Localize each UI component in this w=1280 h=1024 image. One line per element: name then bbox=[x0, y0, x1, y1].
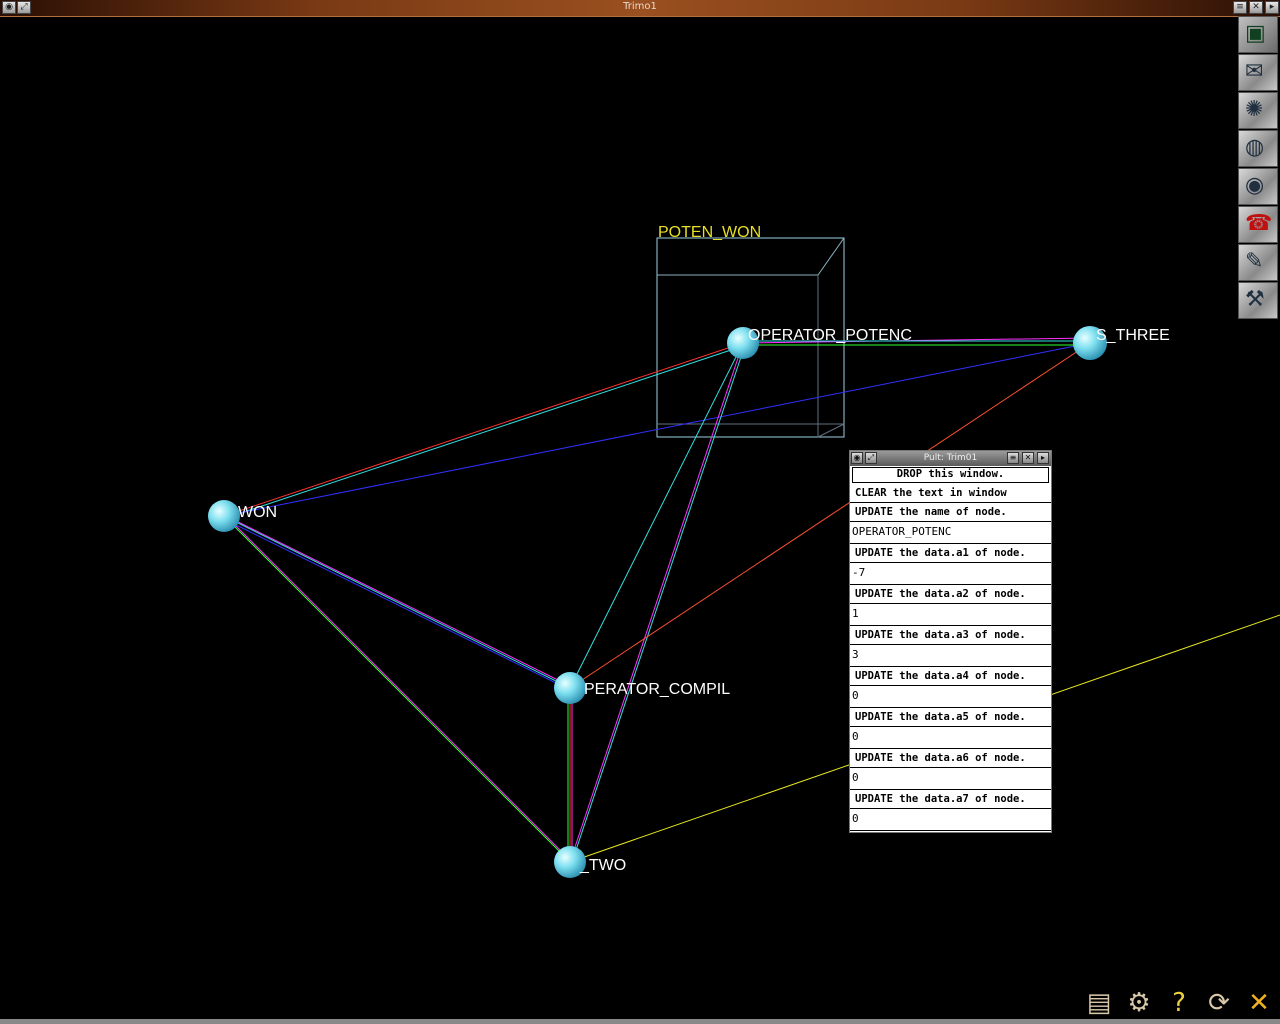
graph-node[interactable]: OPERATOR_POTENC bbox=[727, 327, 912, 359]
node-sphere[interactable] bbox=[554, 846, 586, 878]
dock-web[interactable]: ✺ bbox=[1238, 92, 1278, 129]
spider-web-icon: ✺ bbox=[1245, 97, 1264, 122]
pult-more-icon[interactable]: ▸ bbox=[1037, 452, 1049, 464]
node-label: WON bbox=[238, 504, 277, 521]
window-close-icon[interactable]: ✕ bbox=[1249, 1, 1263, 14]
bounding-box bbox=[656, 237, 845, 438]
node-name-field[interactable]: OPERATOR_POTENC bbox=[850, 522, 1051, 544]
update-a6-button[interactable]: UPDATE the data.a6 of node. bbox=[850, 749, 1051, 768]
help-icon[interactable]: ? bbox=[1172, 988, 1186, 1018]
eye-icon: ◉ bbox=[1245, 173, 1265, 198]
dock-monitor[interactable]: ▣ bbox=[1238, 16, 1278, 53]
mail-icon: ✉ bbox=[1245, 59, 1264, 84]
a4-field[interactable]: 0 bbox=[850, 686, 1051, 708]
right-dock: ▣ ✉ ✺ ◍ ◉ ☎ ✎ ⚒ bbox=[1238, 16, 1280, 320]
pult-close-icon[interactable]: ✕ bbox=[1022, 452, 1034, 464]
bounding-box-label: POTEN_WON bbox=[658, 224, 761, 241]
pult-title: Pult: Trim01 bbox=[923, 453, 978, 463]
dock-phone[interactable]: ☎ bbox=[1238, 206, 1278, 243]
node-label: OPERATOR_POTENC bbox=[748, 327, 912, 344]
stack-icon[interactable]: ▤ bbox=[1086, 988, 1112, 1018]
update-a3-button[interactable]: UPDATE the data.a3 of node. bbox=[850, 626, 1051, 645]
a2-field[interactable]: 1 bbox=[850, 604, 1051, 626]
window-titlebar[interactable]: ◉ ⤢ Trimo1 ≡ ✕ ▸ bbox=[0, 0, 1280, 17]
update-a4-button[interactable]: UPDATE the data.a4 of node. bbox=[850, 667, 1051, 686]
a7-field[interactable]: 0 bbox=[850, 809, 1051, 831]
node-label: PERATOR_COMPIL bbox=[584, 681, 730, 698]
phone-icon: ☎ bbox=[1245, 211, 1273, 236]
node-sphere[interactable] bbox=[554, 672, 586, 704]
dock-tools[interactable]: ⚒ bbox=[1238, 282, 1278, 319]
a1-field[interactable]: -7 bbox=[850, 563, 1051, 585]
node-sphere[interactable] bbox=[727, 327, 759, 359]
window-maximize-icon[interactable]: ▸ bbox=[1265, 1, 1279, 14]
graph-node[interactable]: S_THREE bbox=[1073, 326, 1170, 360]
pult-shade-icon[interactable]: ⤢ bbox=[865, 452, 877, 464]
graph-nodes: OPERATOR_POTENC S_THREE WON PERATOR_COMP… bbox=[208, 326, 1170, 878]
drop-window-button[interactable]: DROP this window. bbox=[852, 467, 1049, 483]
update-name-button[interactable]: UPDATE the name of node. bbox=[850, 503, 1051, 522]
a3-field[interactable]: 3 bbox=[850, 645, 1051, 667]
exit-icon[interactable]: ✕ bbox=[1248, 988, 1270, 1018]
editor-icon: ✎ bbox=[1245, 249, 1264, 274]
monitor-icon: ▣ bbox=[1245, 21, 1266, 46]
dock-view[interactable]: ◉ bbox=[1238, 168, 1278, 205]
pult-window: ◉ ⤢ Pult: Trim01 ≡ ✕ ▸ DROP this window.… bbox=[849, 450, 1052, 833]
graph-edges bbox=[221, 337, 1280, 863]
clear-text-button[interactable]: CLEAR the text in window bbox=[850, 484, 1051, 503]
graph-node[interactable]: PERATOR_COMPIL bbox=[554, 672, 730, 704]
refresh-icon[interactable]: ⟳ bbox=[1208, 988, 1230, 1018]
tools-icon[interactable]: ⚙ bbox=[1127, 988, 1151, 1018]
pult-titlebar[interactable]: ◉ ⤢ Pult: Trim01 ≡ ✕ ▸ bbox=[850, 451, 1051, 466]
screen-bottom-edge bbox=[0, 1019, 1280, 1024]
node-label: _TWO bbox=[579, 857, 626, 874]
window-shade-icon[interactable]: ⤢ bbox=[17, 1, 31, 14]
update-a1-button[interactable]: UPDATE the data.a1 of node. bbox=[850, 544, 1051, 563]
hammer-icon: ⚒ bbox=[1245, 287, 1265, 312]
a5-field[interactable]: 0 bbox=[850, 727, 1051, 749]
speaker-icon: ◍ bbox=[1245, 135, 1265, 160]
dock-audio[interactable]: ◍ bbox=[1238, 130, 1278, 167]
node-label: S_THREE bbox=[1096, 327, 1170, 344]
window-menu-icon[interactable]: ◉ bbox=[2, 1, 16, 14]
update-a5-button[interactable]: UPDATE the data.a5 of node. bbox=[850, 708, 1051, 727]
pult-menu-icon[interactable]: ◉ bbox=[851, 452, 863, 464]
window-title: Trimo1 bbox=[623, 1, 657, 12]
graph-node[interactable]: WON bbox=[208, 500, 277, 532]
node-sphere[interactable] bbox=[208, 500, 240, 532]
graph-node[interactable]: _TWO bbox=[554, 846, 626, 878]
update-a2-button[interactable]: UPDATE the data.a2 of node. bbox=[850, 585, 1051, 604]
update-a7-button[interactable]: UPDATE the data.a7 of node. bbox=[850, 790, 1051, 809]
a6-field[interactable]: 0 bbox=[850, 768, 1051, 790]
bottom-taskbar: ▤ ⚙ ? ⟳ ✕ bbox=[1078, 984, 1280, 1024]
dock-editor[interactable]: ✎ bbox=[1238, 244, 1278, 281]
window-options-icon[interactable]: ≡ bbox=[1233, 1, 1247, 14]
node-sphere[interactable] bbox=[1073, 326, 1107, 360]
pult-options-icon[interactable]: ≡ bbox=[1007, 452, 1019, 464]
dock-mail[interactable]: ✉ bbox=[1238, 54, 1278, 91]
